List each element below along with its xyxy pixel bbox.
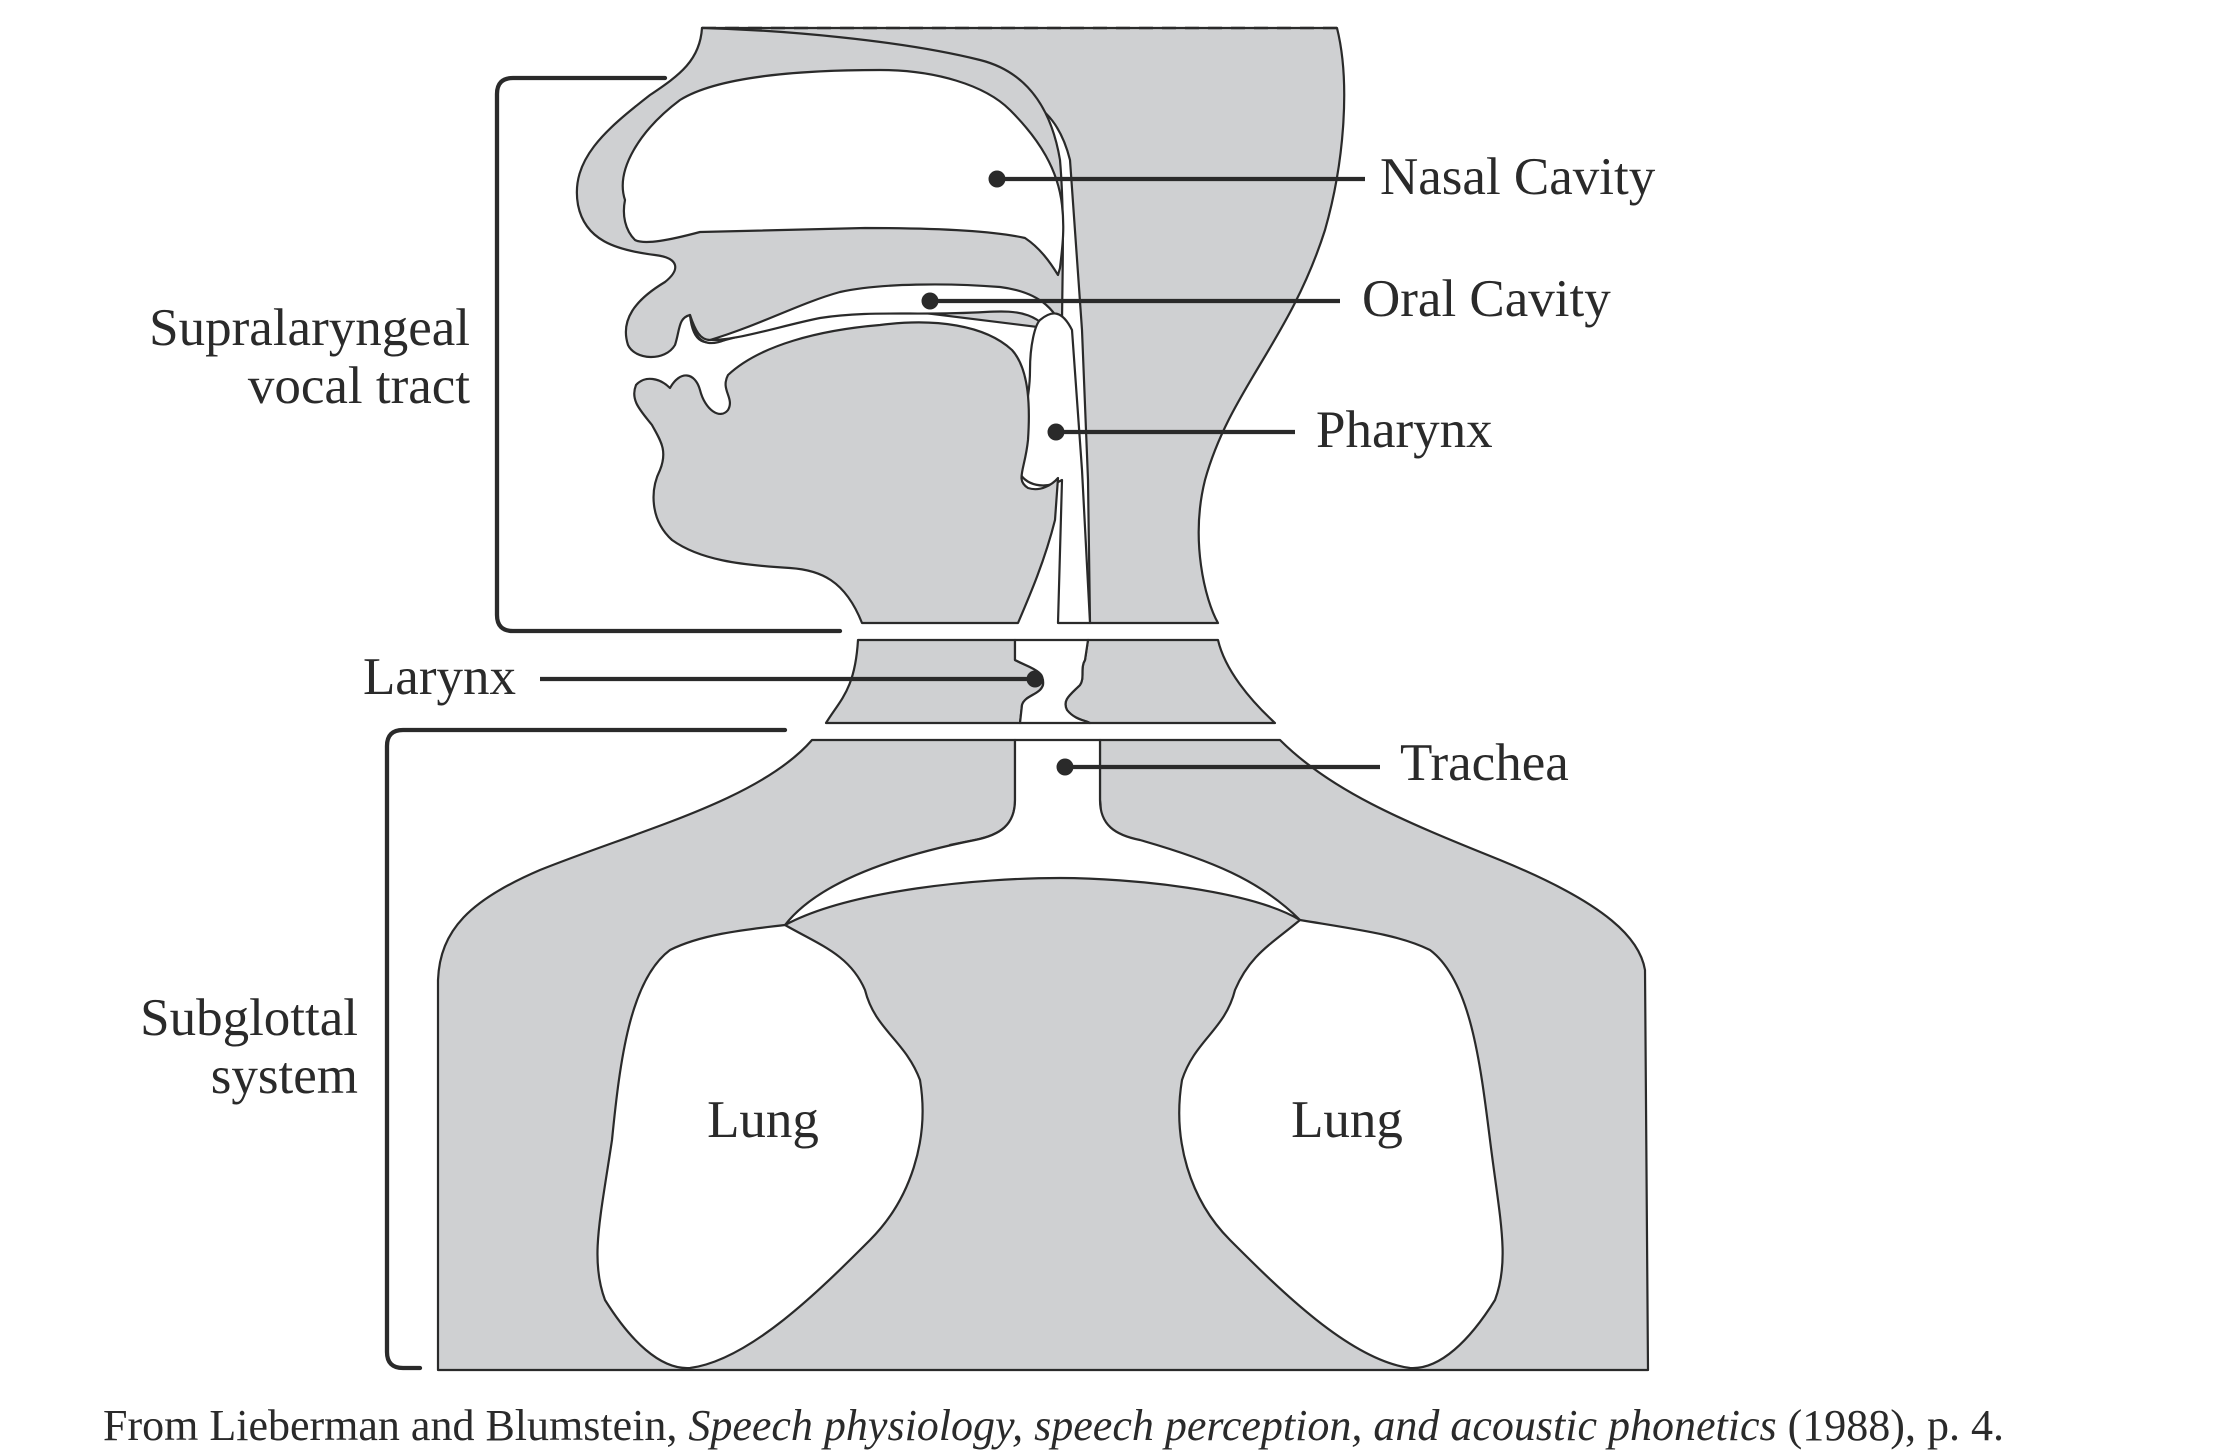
supralaryngeal-bracket xyxy=(494,75,843,634)
larynx-right xyxy=(1064,638,1277,725)
nasal-cavity-dot xyxy=(988,170,1006,188)
label-pharynx: Pharynx xyxy=(1316,401,1493,459)
lower-lip-gap xyxy=(688,313,727,345)
caption-prefix: From Lieberman and Blumstein, xyxy=(103,1401,688,1450)
label-supralaryngeal-line1: Supralaryngeal xyxy=(149,299,470,357)
lung-left-shape xyxy=(596,923,924,1370)
trachea-dot xyxy=(1056,758,1074,776)
trachea-airway xyxy=(783,738,1302,927)
label-subglottal-line2: system xyxy=(211,1047,358,1105)
subglottal-bracket xyxy=(384,727,788,1371)
pharynx-dot xyxy=(1047,423,1065,441)
caption-suffix: (1988), p. 4. xyxy=(1777,1401,2004,1450)
lung-right-shape xyxy=(1178,918,1504,1370)
label-trachea: Trachea xyxy=(1400,734,1569,792)
label-lung-right: Lung xyxy=(1291,1091,1403,1149)
larynx-airway xyxy=(1013,638,1092,725)
label-oral-cavity: Oral Cavity xyxy=(1362,270,1611,328)
label-larynx: Larynx xyxy=(363,648,516,706)
label-nasal-cavity: Nasal Cavity xyxy=(1380,148,1656,206)
label-lung-left: Lung xyxy=(707,1091,819,1149)
nasal-cavity xyxy=(621,68,1065,277)
label-subglottal-line1: Subglottal xyxy=(140,989,358,1047)
larynx-dot xyxy=(1026,670,1044,688)
label-supralaryngeal-line2: vocal tract xyxy=(248,357,470,415)
oral-cavity-dot xyxy=(921,292,939,310)
tongue-jaw xyxy=(633,321,1060,625)
caption-title: Speech physiology, speech perception, an… xyxy=(688,1401,1776,1450)
larynx-left xyxy=(824,638,1045,725)
figure-caption: From Lieberman and Blumstein, Speech phy… xyxy=(103,1401,2004,1450)
